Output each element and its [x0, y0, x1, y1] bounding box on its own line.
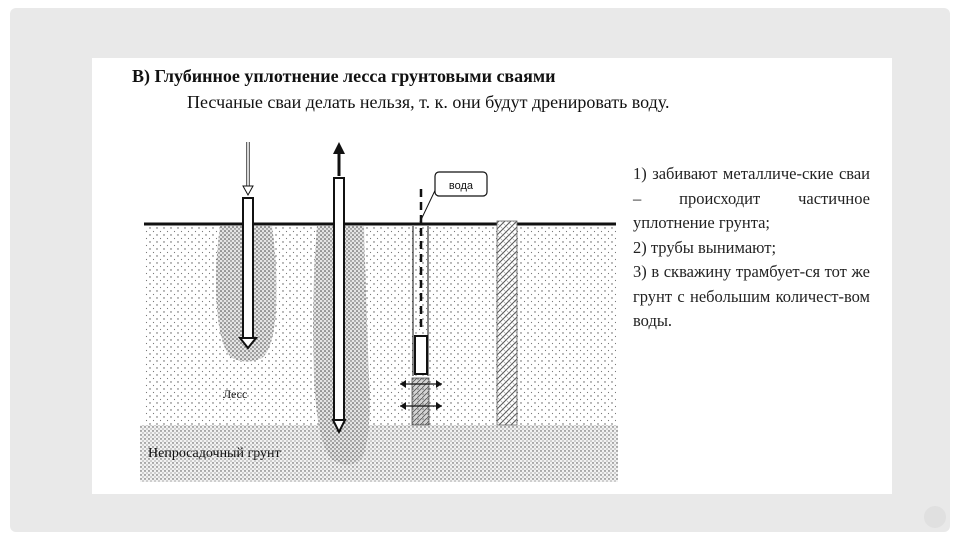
step-3: 3) в скважину трамбует-ся тот же грунт с… — [633, 262, 870, 330]
slide-title: В) Глубинное уплотнение лесса грунтовыми… — [132, 66, 556, 86]
driven-pile — [237, 142, 259, 350]
water-callout: вода — [419, 171, 488, 223]
compacted-soil-borehole — [400, 189, 442, 426]
loess-label: Лесс — [223, 387, 247, 401]
slide-frame: В) Глубинное уплотнение лесса грунтовыми… — [10, 8, 950, 532]
soil-compaction-diagram: вода Лесс Непросадочный грунт — [140, 142, 618, 482]
slide: В) Глубинное уплотнение лесса грунтовыми… — [92, 58, 892, 494]
steps-list: 1) забивают металличе-ские сваи – происх… — [633, 162, 870, 334]
non-subsiding-soil-label: Непросадочный грунт — [148, 446, 281, 461]
loess-layer — [144, 224, 616, 425]
step-1: 1) забивают металличе-ские сваи – происх… — [633, 164, 870, 232]
non-subsiding-soil-layer — [140, 425, 618, 482]
finished-soil-pile — [496, 220, 518, 426]
extracted-pile — [331, 142, 347, 435]
slide-subtitle: Песчаные сваи делать нельзя, т. к. они б… — [187, 92, 670, 112]
water-label: вода — [449, 180, 474, 192]
slide-number-badge — [924, 506, 946, 528]
step-2: 2) трубы вынимают; — [633, 237, 777, 257]
